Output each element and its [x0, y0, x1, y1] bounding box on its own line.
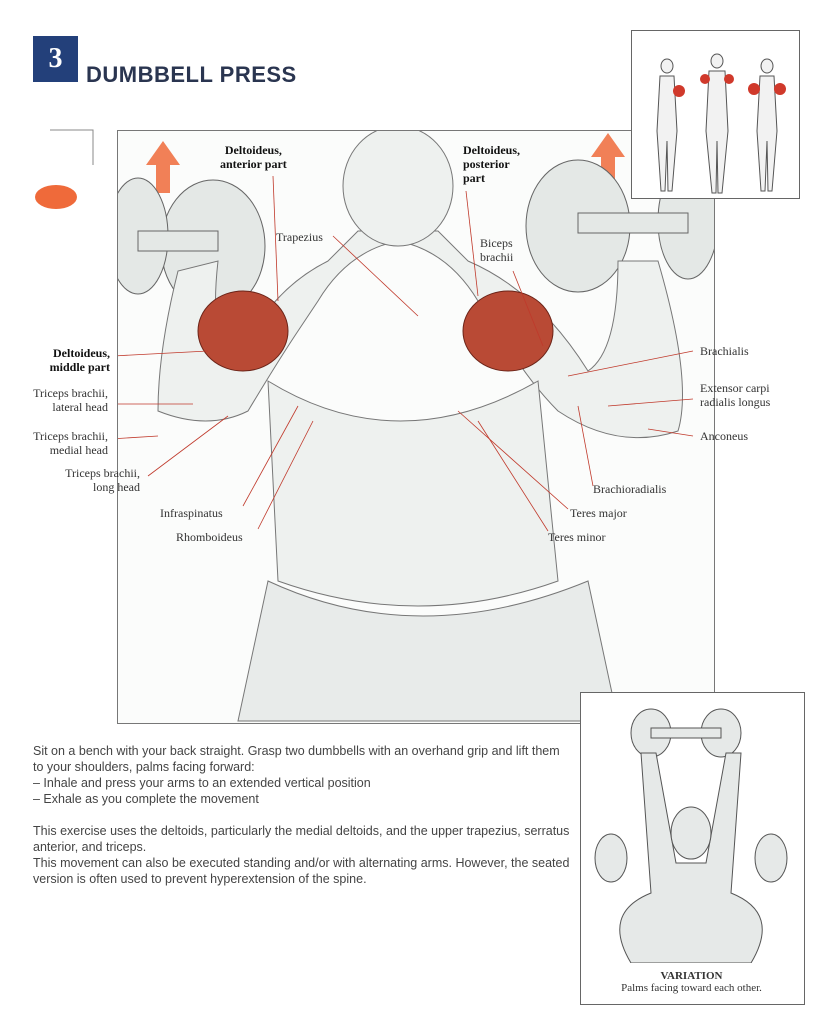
label-triceps-lateral: Triceps brachii,lateral head: [33, 386, 108, 414]
orange-marker-icon: [35, 185, 77, 209]
leader-lines: [118, 175, 694, 532]
label-rhomboideus: Rhomboideus: [176, 530, 243, 544]
label-triceps-long: Triceps brachii,long head: [65, 466, 140, 494]
label-deltoideus-anterior: Deltoideus,anterior part: [220, 143, 287, 171]
up-arrow-left-icon: [146, 141, 180, 193]
page-title: DUMBBELL PRESS: [86, 62, 297, 87]
variation-note-text: This movement can also be executed stand…: [33, 856, 570, 886]
label-brachioradialis: Brachioradialis: [593, 482, 667, 496]
label-trapezius: Trapezius: [276, 230, 323, 244]
variation-caption-text: Palms facing toward each other.: [621, 982, 762, 994]
corner-divider: [50, 129, 94, 165]
label-teres-major: Teres major: [570, 506, 627, 520]
exercise-description: Sit on a bench with your back straight. …: [33, 743, 573, 903]
main-anatomy-illustration: [117, 130, 715, 724]
deltoid-highlight-right: [462, 290, 554, 372]
instruction-step-exhale: – Exhale as you complete the movement: [33, 792, 259, 806]
up-arrow-right-icon: [591, 133, 625, 185]
variation-caption: VARIATION Palms facing toward each other…: [580, 970, 803, 994]
label-deltoideus-middle: Deltoideus,middle part: [49, 346, 110, 374]
torso: [157, 131, 683, 722]
exercise-number-badge: 3: [33, 36, 78, 82]
variation-drawing: [594, 708, 788, 963]
variation-title: VARIATION: [660, 970, 723, 982]
instruction-step-inhale: – Inhale and press your arms to an exten…: [33, 776, 371, 790]
instructions-intro: Sit on a bench with your back straight. …: [33, 744, 560, 774]
muscle-overview-thumbnail: [631, 30, 800, 199]
figures-drawing: [656, 53, 786, 194]
label-teres-minor: Teres minor: [548, 530, 606, 544]
deltoid-highlight-left: [197, 290, 289, 372]
muscles-used-text: This exercise uses the deltoids, particu…: [33, 824, 570, 854]
exercise-number: 3: [48, 43, 63, 74]
label-triceps-medial: Triceps brachii,medial head: [33, 429, 108, 457]
label-infraspinatus: Infraspinatus: [160, 506, 223, 520]
illustration-drawing: [118, 131, 714, 722]
variation-illustration: [580, 692, 805, 1005]
label-brachialis: Brachialis: [700, 344, 749, 358]
label-anconeus: Anconeus: [700, 429, 748, 443]
